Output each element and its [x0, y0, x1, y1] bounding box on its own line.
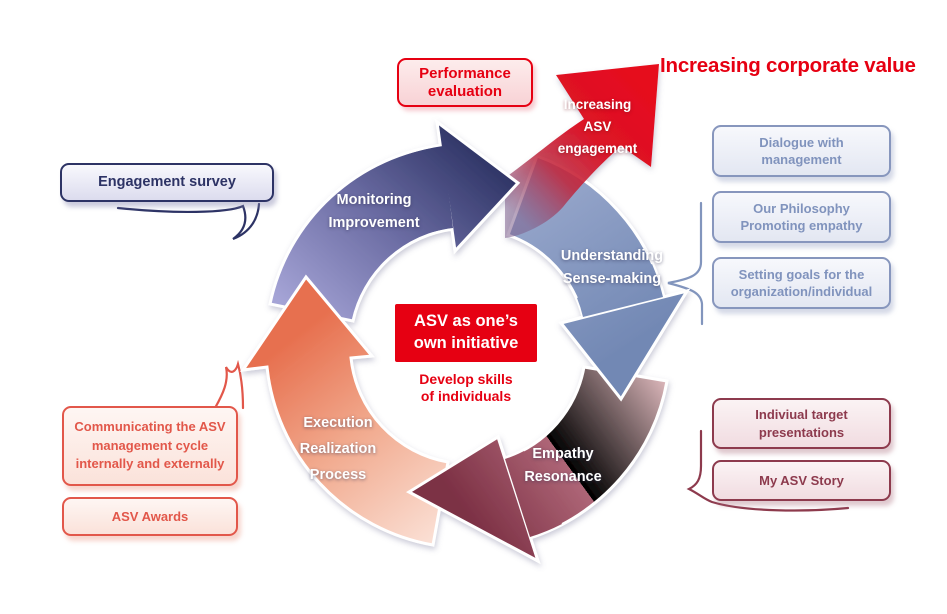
our-philosophy-callout: Our Philosophy Promoting empathy	[712, 191, 891, 243]
stage-line: Realization	[299, 441, 377, 457]
increasing-corporate-value-heading: Increasing corporate value	[660, 54, 916, 77]
callout-line: Dialogue with	[759, 134, 844, 150]
execution-arrow-shape	[239, 274, 450, 547]
performance-evaluation-callout: Performance evaluation	[397, 58, 533, 107]
engagement-survey-tail	[116, 202, 261, 241]
callout-line: presentations	[758, 424, 845, 440]
callout-line: Communicating the ASV	[74, 418, 226, 434]
callout-line: management cycle	[91, 437, 209, 453]
callout-line: management	[761, 152, 842, 167]
stage-line: Empathy	[532, 446, 594, 462]
callout-line: Our Philosophy	[753, 200, 850, 216]
communicating-asv-callout: Communicating the ASV management cycle i…	[62, 406, 238, 486]
callout-line: Engagement survey	[98, 173, 236, 190]
understanding-arrowhead	[558, 288, 691, 402]
stage-empathy-resonance: Empathy Resonance	[488, 443, 638, 489]
develop-skills-label: Develop skills of individuals	[395, 371, 537, 405]
callout-line: Performance	[419, 64, 511, 82]
callout-line: evaluation	[427, 82, 503, 100]
branch-line: Increasing	[563, 97, 632, 112]
stage-line: Understanding	[560, 248, 664, 264]
callout-line: My ASV Story	[759, 472, 844, 488]
stage-line: Improvement	[328, 215, 420, 231]
individual-target-presentations-callout: Indiviual target presentations	[712, 398, 891, 449]
increasing-asv-engagement-label: Increasing ASV engagement	[535, 94, 660, 160]
engagement-survey-callout: Engagement survey	[60, 163, 274, 202]
branch-line: ASV	[583, 119, 612, 134]
callout-line: organization/individual	[730, 284, 873, 299]
stage-line: Execution	[303, 415, 373, 431]
setting-goals-callout: Setting goals for the organization/indiv…	[712, 257, 891, 309]
callout-line: Promoting empathy	[740, 218, 863, 233]
bottom-left-callouts-tail	[213, 359, 245, 410]
stage-line: Process	[309, 467, 367, 483]
stage-execution-realization-process: Execution Realization Process	[263, 410, 413, 488]
center-line: own initiative	[413, 334, 519, 352]
dialogue-with-management-callout: Dialogue with management	[712, 125, 891, 177]
stage-line: Monitoring	[336, 192, 412, 208]
stage-monitoring-improvement: Monitoring Improvement	[299, 189, 449, 235]
branch-line: engagement	[557, 141, 638, 156]
callout-line: Setting goals for the	[738, 266, 865, 282]
center-sub-line: of individuals	[420, 387, 512, 404]
bottom-right-callouts-bracket	[686, 429, 850, 512]
asv-own-initiative-box: ASV as one’s own initiative	[395, 304, 537, 362]
stage-line: Resonance	[524, 469, 602, 485]
my-asv-story-callout: My ASV Story	[712, 460, 891, 501]
right-callouts-bracket	[667, 201, 704, 326]
stage-understanding-sensemaking: Understanding Sense-making	[537, 245, 687, 291]
callout-line: internally and externally	[75, 456, 225, 472]
increasing-engagement-arrow-shape	[505, 64, 659, 238]
center-sub-line: Develop skills	[419, 371, 513, 387]
asv-awards-callout: ASV Awards	[62, 497, 238, 536]
callout-line: Indiviual target	[755, 407, 848, 423]
center-line: ASV as one’s	[414, 312, 518, 331]
callout-line: ASV Awards	[111, 508, 189, 524]
stage-line: Sense-making	[562, 271, 662, 287]
